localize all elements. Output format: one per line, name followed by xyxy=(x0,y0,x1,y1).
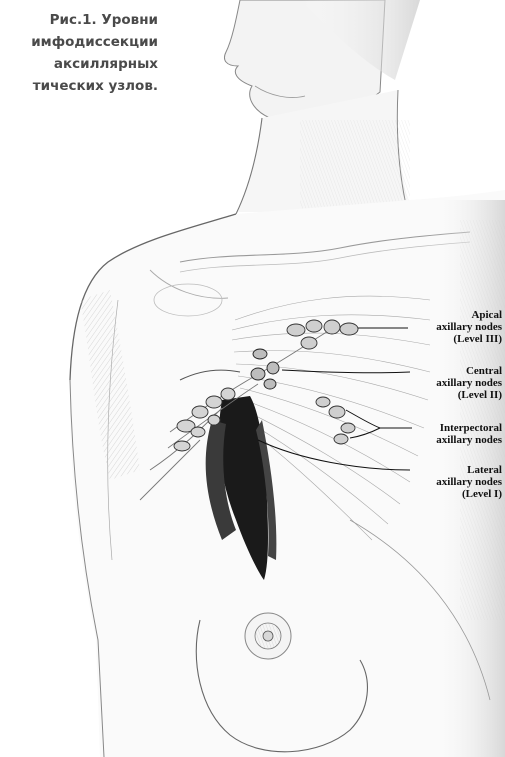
label-lateral-line-1: Lateral xyxy=(436,464,502,476)
label-apical-line-1: Apical xyxy=(436,309,502,321)
label-interpectoral-nodes: Interpectoral axillary nodes xyxy=(436,422,502,446)
caption-line-3: аксиллярных xyxy=(0,53,158,75)
label-interpectoral-line-2: axillary nodes xyxy=(436,434,502,446)
caption-line-1: Рис.1. Уровни xyxy=(0,9,158,31)
label-apical-line-2: axillary nodes xyxy=(436,321,502,333)
label-lateral-line-2: axillary nodes xyxy=(436,476,502,488)
label-central-nodes: Central axillary nodes (Level II) xyxy=(436,365,502,401)
caption-line-4: тических узлов. xyxy=(0,75,158,97)
label-interpectoral-line-1: Interpectoral xyxy=(436,422,502,434)
figure-caption: Рис.1. Уровни имфодиссекции аксиллярных … xyxy=(0,9,158,97)
label-central-line-2: axillary nodes xyxy=(436,377,502,389)
label-lateral-line-3: (Level I) xyxy=(436,488,502,500)
label-apical-line-3: (Level III) xyxy=(436,333,502,345)
label-lateral-nodes: Lateral axillary nodes (Level I) xyxy=(436,464,502,500)
caption-line-2: имфодиссекции xyxy=(0,31,158,53)
label-central-line-3: (Level II) xyxy=(436,389,502,401)
label-central-line-1: Central xyxy=(436,365,502,377)
label-apical-nodes: Apical axillary nodes (Level III) xyxy=(436,309,502,345)
